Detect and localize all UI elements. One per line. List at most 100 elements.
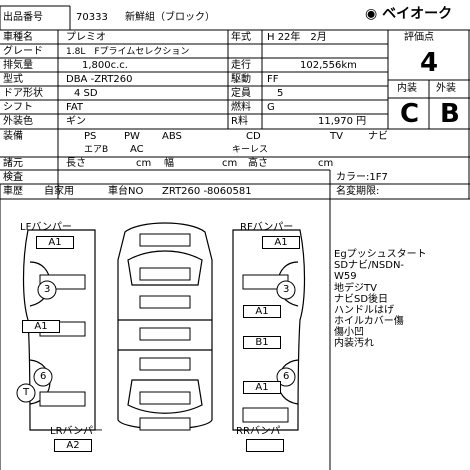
note-4: 地デジTV [334, 283, 377, 294]
equip-tv: TV [330, 131, 343, 142]
company-logo: ◉ ベイオーク [365, 6, 453, 22]
circle-label-left-front: 3 [44, 284, 51, 295]
row-value-displacement: 1,800c.c. [82, 60, 128, 71]
group-name: 新鮮組（ブロック） [125, 12, 215, 23]
mid-label-recycle: R料 [231, 116, 248, 127]
equip-ps: PS [84, 131, 97, 142]
interior-label: 内装 [397, 83, 417, 94]
right-side-outline [232, 229, 306, 431]
row-value-color: ギン [66, 116, 86, 127]
row-value-model: プレミオ [66, 32, 106, 43]
damage-circle-left-rear [33, 367, 53, 387]
panel-center-mid [139, 267, 191, 281]
right-upper-grade: A1 [243, 305, 281, 318]
equip-cd: CD [246, 131, 261, 142]
panel-roof-3 [139, 357, 191, 371]
right-lower-grade: A1 [243, 381, 281, 394]
row-label-model: 車種名 [3, 32, 33, 43]
mid-label-mileage: 走行 [231, 60, 251, 71]
damage-circle-left-front [37, 280, 57, 300]
equip-pw: PW [124, 131, 140, 142]
exterior-grade: B [440, 99, 460, 129]
lf-bumper-label: LFバンパー [20, 222, 72, 233]
tire-marker-label: T [23, 387, 30, 398]
equipment-label: 装備 [3, 131, 23, 142]
note-6: ハンドルはげ [334, 305, 394, 316]
specs-label: 諸元 [3, 158, 23, 169]
specs-height-label: 高さ [248, 158, 268, 169]
equip-keyless: キーレス [232, 145, 269, 155]
evaluation-label: 評価点 [404, 32, 434, 43]
panel-trunk [139, 417, 191, 431]
specs-width-label: 幅 [164, 158, 174, 169]
panel-left-lower [39, 391, 86, 407]
row-value-door: 4 SD [74, 88, 98, 99]
evaluation-score: 4 [420, 48, 439, 78]
row-value-shift: FAT [66, 102, 84, 113]
note-3: W59 [334, 271, 357, 282]
lot-number: 70333 [76, 12, 108, 23]
circle-label-right-front: 3 [283, 284, 290, 295]
circle-label-right-rear: 6 [283, 371, 290, 382]
mid-label-fuel: 燃料 [231, 102, 251, 113]
mid-label-year: 年式 [231, 32, 251, 43]
row-label-grade: グレード [3, 46, 43, 57]
panel-hood [139, 233, 191, 247]
mid-label-drive: 駆動 [231, 74, 251, 85]
mid-value-drive: FF [267, 74, 279, 85]
mid-value-recycle: 11,970 円 [318, 116, 367, 127]
row-value-type: DBA -ZRT260 [66, 74, 133, 85]
row-value-grade: 1.8L Fプライムセレクション [66, 47, 190, 57]
specs-length-label: 長さ [66, 158, 86, 169]
panel-center-low [139, 391, 191, 405]
logo-text: ベイオーク [382, 6, 453, 22]
row-label-color: 外装色 [3, 116, 33, 127]
chassis-number: ZRT260 -8060581 [162, 186, 252, 197]
row-label-type: 型式 [3, 74, 23, 85]
name-change-deadline: 名変期限: [336, 186, 380, 197]
panel-roof-1 [139, 295, 191, 309]
circle-label-left-rear: 6 [40, 371, 47, 382]
car-rear-window [127, 379, 203, 414]
damage-circle-right-front [276, 280, 296, 300]
mid-value-mileage: 102,556km [300, 60, 357, 71]
lr-bumper-grade: A2 [54, 439, 92, 452]
row-label-shift: シフト [3, 102, 33, 113]
car-top-outline [117, 222, 213, 430]
rf-bumper-grade: A1 [262, 236, 300, 249]
tire-marker-circle [16, 383, 36, 403]
lr-bumper-label: LRバンパー [50, 426, 104, 437]
note-5: ナビSD後日 [334, 294, 389, 305]
mid-label-capacity: 定員 [231, 88, 251, 99]
specs-length-unit: cm [136, 158, 152, 169]
left-mid-grade: A1 [22, 320, 60, 333]
exterior-label: 外装 [436, 83, 456, 94]
specs-width-unit: cm [222, 158, 238, 169]
mid-value-fuel: G [267, 102, 275, 113]
history-label: 車歴 [3, 186, 23, 197]
logo-mark-icon: ◉ [365, 6, 378, 22]
row-label-door: ドア形状 [3, 88, 43, 99]
mid-value-capacity: 5 [277, 88, 284, 99]
chassis-label: 車台NO [108, 186, 144, 197]
rf-bumper-label: RFバンパー [240, 222, 294, 233]
lot-label: 出品番号 [3, 12, 43, 23]
mid-value-year: H 22年 2月 [267, 32, 327, 43]
note-8: 傷小凹 [334, 327, 364, 338]
panel-right-lower [242, 407, 289, 423]
inspection-label: 検査 [3, 172, 23, 183]
interior-grade: C [400, 99, 420, 129]
rr-bumper-label: RRバンパー [236, 426, 291, 437]
car-windshield [127, 250, 203, 286]
equip-airbag: エアB [84, 145, 109, 155]
equip-ac: AC [130, 144, 144, 155]
lf-bumper-grade: A1 [36, 236, 74, 249]
color-code: カラー:1F7 [336, 172, 388, 183]
row-label-displacement: 排気量 [3, 60, 33, 71]
note-7: ホイルカバー傷 [334, 316, 404, 327]
usage-value: 自家用 [44, 186, 74, 197]
equip-navi: ナビ [368, 131, 388, 142]
damage-circle-right-rear [276, 367, 296, 387]
